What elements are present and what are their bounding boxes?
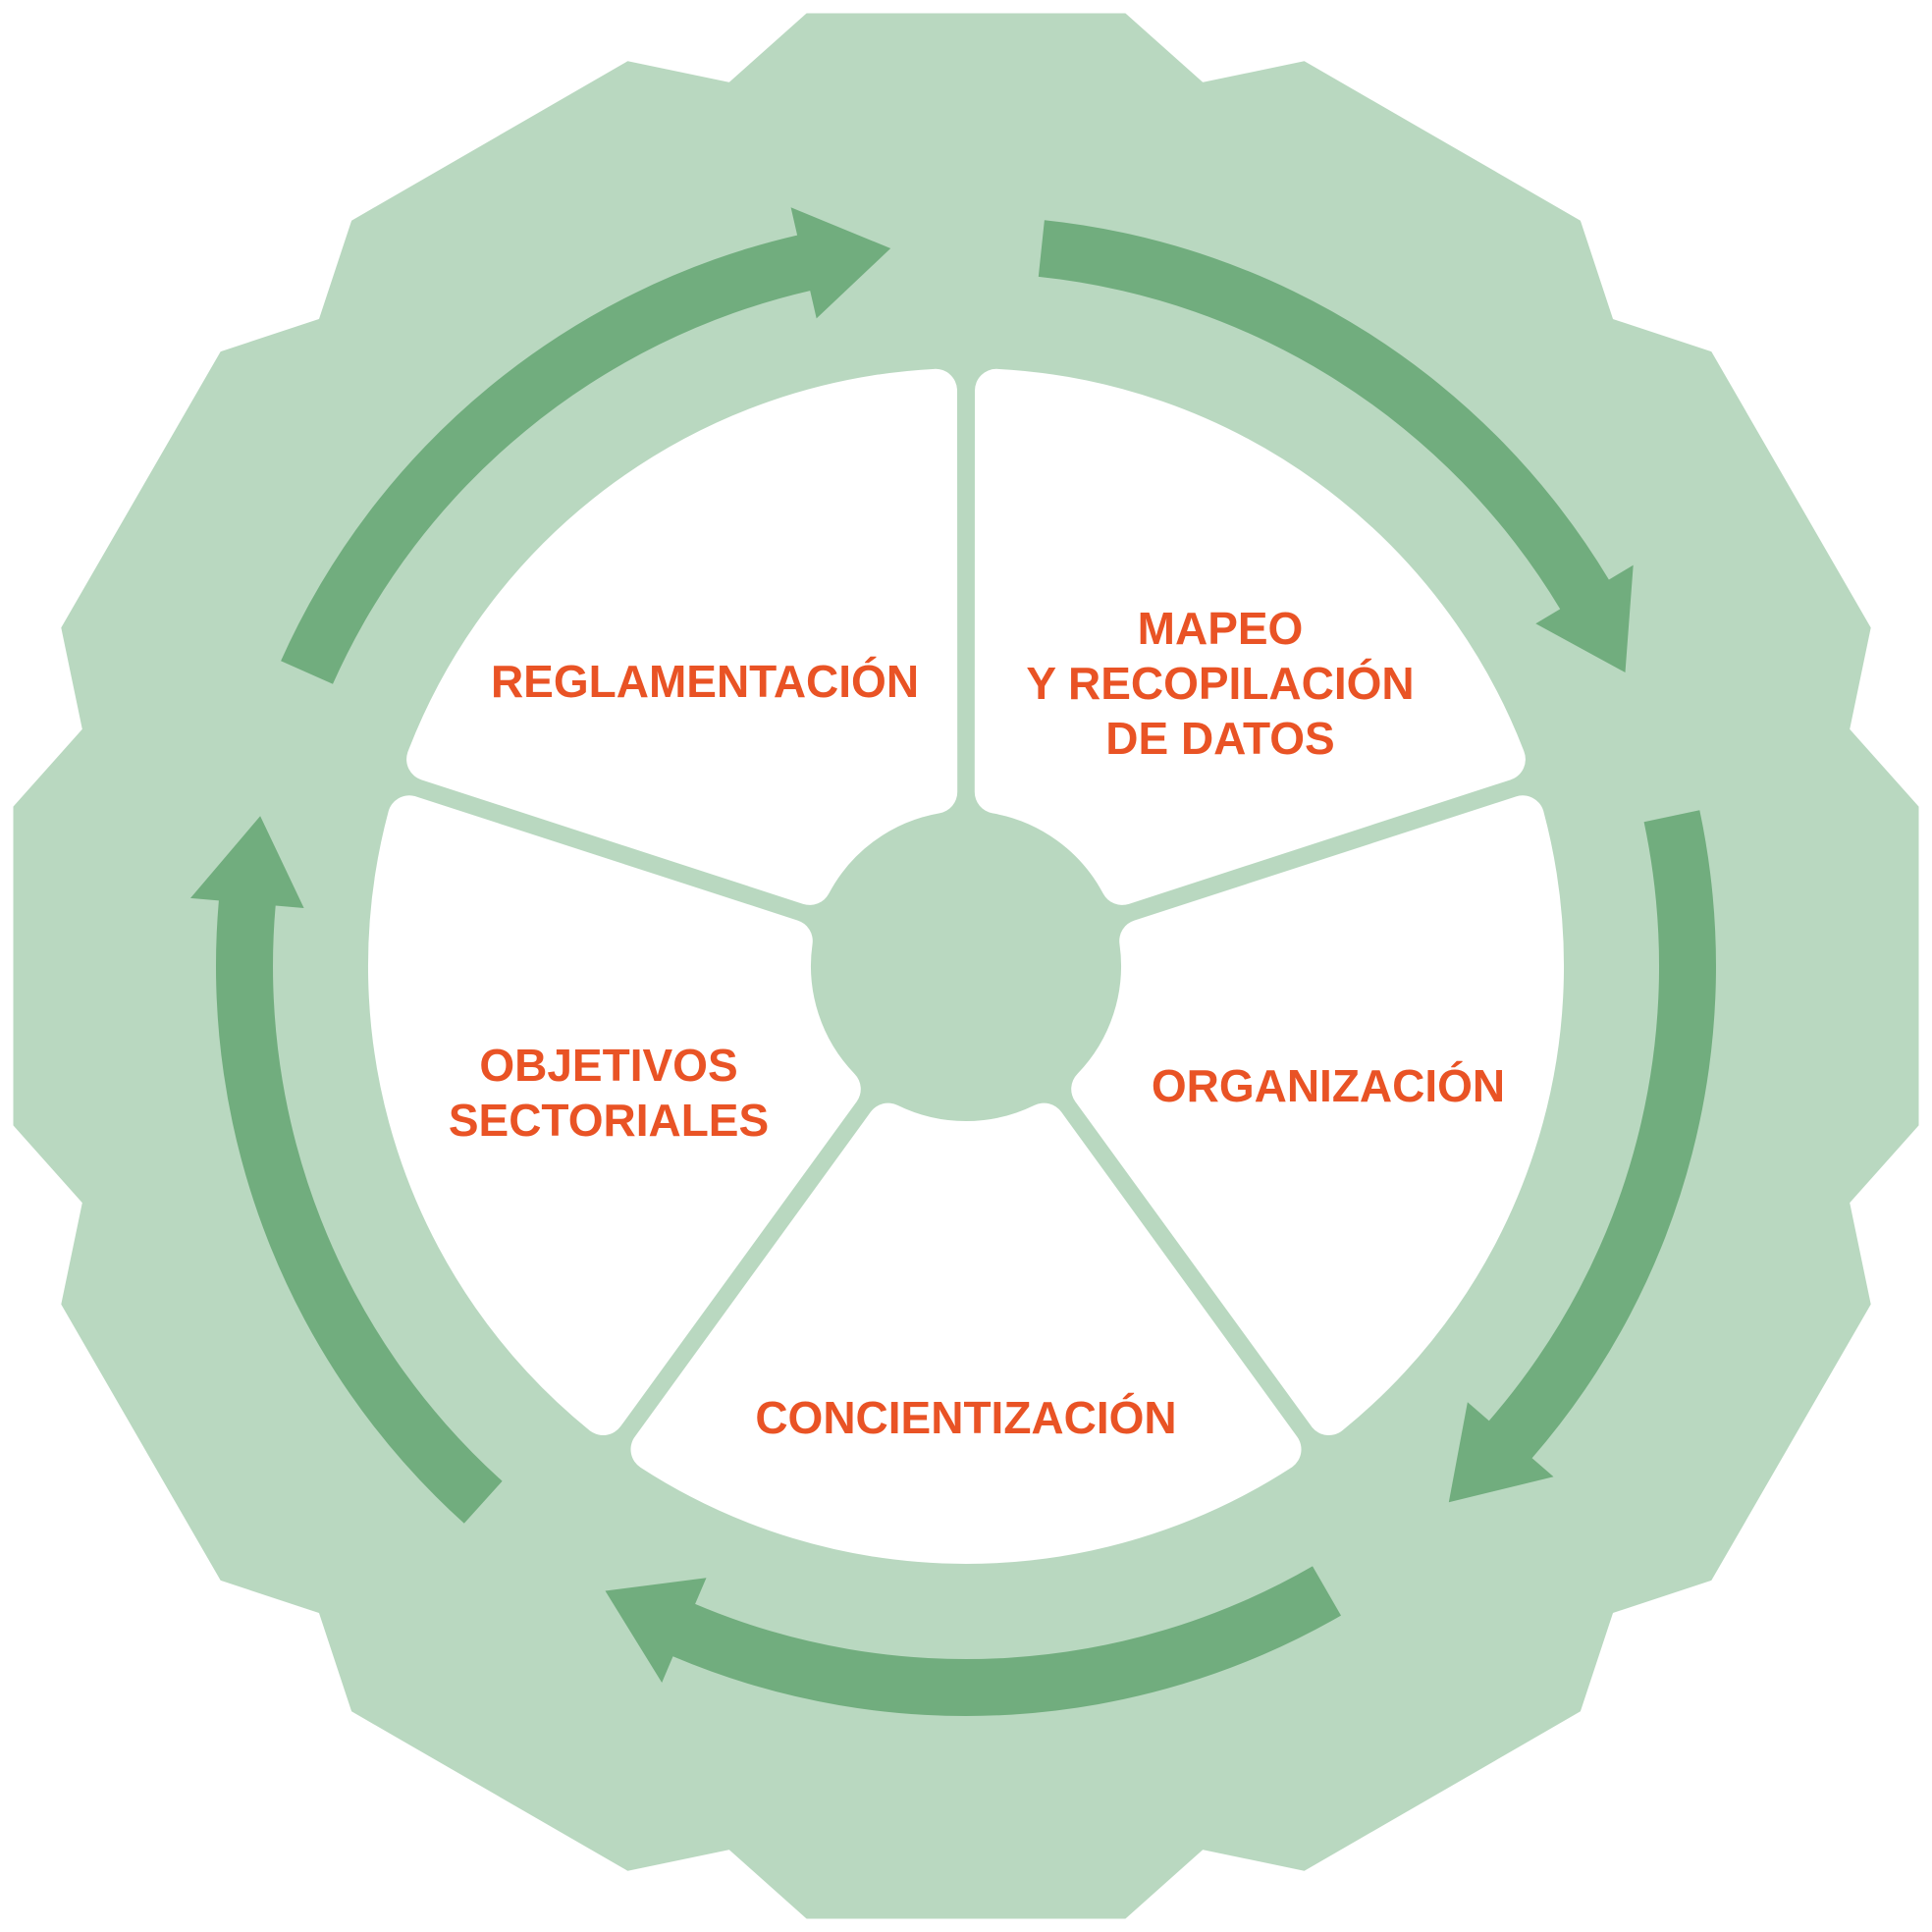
wheel-segment-objetivos <box>406 368 958 905</box>
label-line: CONCIENTIZACIÓN <box>755 1392 1177 1443</box>
label-line: ORGANIZACIÓN <box>1151 1060 1506 1111</box>
label-line: MAPEO <box>1137 603 1304 654</box>
cycle-arrows <box>190 207 1716 1716</box>
wheel-segment-mapeo <box>1071 795 1564 1435</box>
segment-label-mapeo-recopilacion-datos: MAPEO Y RECOPILACIÓN DE DATOS <box>1026 601 1414 766</box>
label-line: REGLAMENTACIÓN <box>490 656 920 707</box>
cycle-arrow-3 <box>1448 810 1716 1503</box>
cycle-arrow-5 <box>190 816 503 1524</box>
label-line: SECTORIALES <box>448 1095 770 1146</box>
wheel-segment-concientizacion <box>368 795 861 1435</box>
cycle-arrow-2 <box>1038 220 1634 672</box>
gear-shape <box>13 13 1919 1919</box>
wheel-segments <box>368 368 1564 1564</box>
label-line: DE DATOS <box>1105 713 1335 764</box>
segment-label-concientizacion: CONCIENTIZACIÓN <box>755 1390 1176 1445</box>
cycle-arrow-4 <box>605 1566 1341 1716</box>
segment-label-objetivos-sectoriales: OBJETIVOS SECTORIALES <box>449 1038 769 1148</box>
label-line: Y RECOPILACIÓN <box>1026 658 1415 709</box>
wheel-segment-reglamentacion <box>974 368 1526 905</box>
segment-label-organizacion: ORGANIZACIÓN <box>1152 1058 1505 1113</box>
wheel-segment-organizacion <box>630 1102 1302 1564</box>
cycle-arrow-1 <box>281 207 891 684</box>
segment-label-reglamentacion: REGLAMENTACIÓN <box>491 654 919 709</box>
label-line: OBJETIVOS <box>479 1040 738 1091</box>
